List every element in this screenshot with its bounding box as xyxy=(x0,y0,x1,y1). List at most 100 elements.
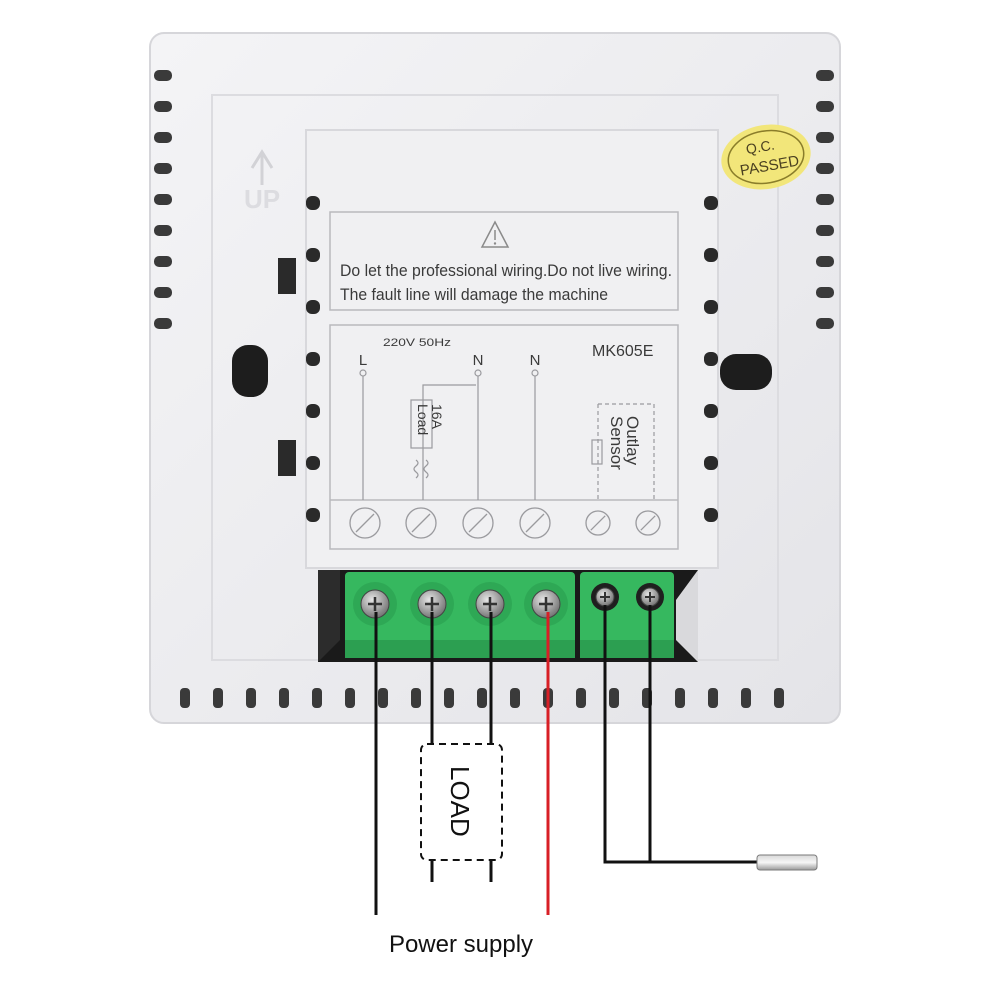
qc-stamp-line1: Q.C. xyxy=(745,136,776,157)
vent-slot xyxy=(154,194,172,205)
side-clip-lower xyxy=(278,440,296,476)
vent-slot xyxy=(154,225,172,236)
terminal-N2-label: N xyxy=(530,352,541,369)
label-plate xyxy=(305,129,719,569)
load-current-label: 16A xyxy=(429,404,445,430)
model-number: MK605E xyxy=(592,343,653,360)
connector-cavity-bevel xyxy=(318,570,340,662)
load-box xyxy=(420,743,503,861)
vent-slot xyxy=(312,688,322,708)
printed-screw xyxy=(585,510,611,536)
vent-slot xyxy=(741,688,751,708)
vent-slot xyxy=(708,688,718,708)
screw-slot xyxy=(600,592,610,602)
vent-slot xyxy=(477,688,487,708)
printed-screw-symbols xyxy=(349,507,661,539)
plate-notch xyxy=(704,508,718,522)
terminal-label-box xyxy=(329,324,679,550)
vent-slot xyxy=(154,163,172,174)
vent-slot xyxy=(154,318,172,329)
plate-notch xyxy=(306,300,320,314)
vent-slot xyxy=(816,287,834,298)
plate-notch xyxy=(306,352,320,366)
plate-notch xyxy=(306,248,320,262)
plate-notch xyxy=(704,300,718,314)
plate-notch xyxy=(704,404,718,418)
load-box-label: LOAD xyxy=(445,766,475,837)
screw-slot xyxy=(483,597,497,611)
printed-screw-slot xyxy=(640,515,656,531)
vent-slot xyxy=(246,688,256,708)
vent-slot xyxy=(816,194,834,205)
side-clip-upper xyxy=(278,258,296,294)
sensor-wire-1 xyxy=(603,605,757,864)
vent-slot xyxy=(213,688,223,708)
printed-screw-slot xyxy=(525,513,545,533)
orientation-mark: UP xyxy=(244,184,280,214)
qc-passed-stamp: Q.C. PASSED xyxy=(721,124,811,190)
printed-screw xyxy=(349,507,381,539)
main-terminal-block xyxy=(345,572,575,658)
terminal-L-label: L xyxy=(359,352,367,369)
vent-slot xyxy=(378,688,388,708)
mounting-hole-left xyxy=(232,345,268,397)
ventilation-slots xyxy=(154,70,834,708)
vent-slot xyxy=(510,688,520,708)
plate-notch xyxy=(306,456,320,470)
vent-slot xyxy=(154,101,172,112)
printed-screw xyxy=(405,507,437,539)
plate-notch xyxy=(704,196,718,210)
screw-slot xyxy=(539,597,553,611)
power-rating: 220V 50Hz xyxy=(383,337,451,349)
vent-slot xyxy=(154,70,172,81)
vent-slot xyxy=(411,688,421,708)
plate-notch xyxy=(704,456,718,470)
power-supply-label: Power supply xyxy=(389,931,533,958)
printed-screw-slot xyxy=(590,515,606,531)
vent-slot xyxy=(609,688,619,708)
vent-slot xyxy=(279,688,289,708)
warning-triangle-icon xyxy=(480,220,510,248)
sensor-terminal-block xyxy=(580,572,674,658)
warning-line-1: Do let the professional wiring.Do not li… xyxy=(340,262,672,280)
warning-line-2: The fault line will damage the machine xyxy=(340,286,608,304)
terminal-schematic-lines xyxy=(359,369,655,500)
printed-screw xyxy=(635,510,661,536)
sensor-label: Sensor xyxy=(607,416,626,470)
vent-slot xyxy=(444,688,454,708)
vent-slot xyxy=(816,163,834,174)
plate-notch xyxy=(306,404,320,418)
wires xyxy=(374,605,757,915)
vent-slot xyxy=(345,688,355,708)
load-label: Load xyxy=(415,404,431,435)
plate-notches xyxy=(306,196,718,522)
vent-slot xyxy=(675,688,685,708)
vent-slot xyxy=(774,688,784,708)
sensor-outlay-label: Outlay xyxy=(623,416,642,466)
warning-box xyxy=(329,211,679,311)
vent-slot xyxy=(816,101,834,112)
vent-slot xyxy=(816,70,834,81)
screw-slot xyxy=(645,592,655,602)
printed-screw xyxy=(462,507,494,539)
printed-screw-slot xyxy=(468,513,488,533)
mounting-hole-right xyxy=(720,354,772,390)
screw-slot xyxy=(368,597,382,611)
vent-slot xyxy=(154,132,172,143)
vent-slot xyxy=(816,256,834,267)
printed-screw-slot xyxy=(411,513,431,533)
vent-slot xyxy=(816,225,834,236)
vent-slot xyxy=(180,688,190,708)
plate-notch xyxy=(306,508,320,522)
connector-cavity-bevel-right xyxy=(676,570,698,662)
printed-screw-slot xyxy=(355,513,375,533)
temperature-sensor-probe xyxy=(756,854,818,871)
vent-slot xyxy=(154,256,172,267)
terminal-N1-label: N xyxy=(473,352,484,369)
up-arrow-icon xyxy=(250,149,274,185)
printed-screw xyxy=(519,507,551,539)
vent-slot xyxy=(576,688,586,708)
vent-slot xyxy=(816,318,834,329)
vent-slot xyxy=(816,132,834,143)
